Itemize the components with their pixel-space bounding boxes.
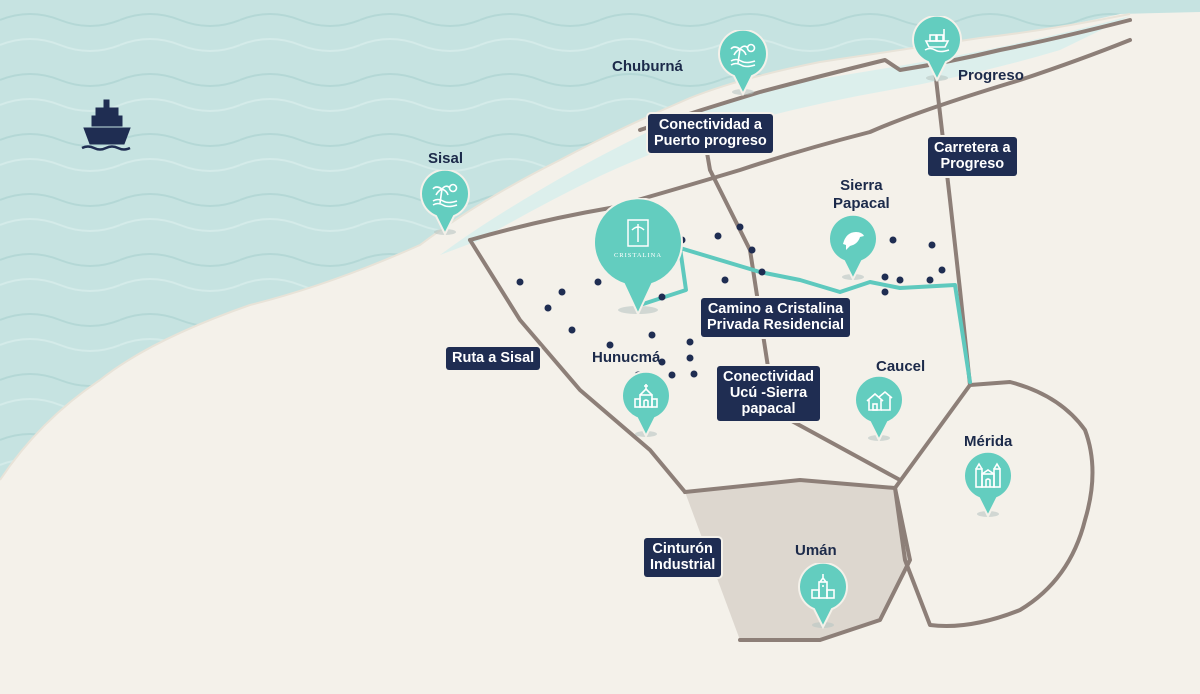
marker-caucel[interactable] bbox=[854, 376, 904, 442]
label-cinturon-industrial: Cinturón Industrial bbox=[644, 538, 722, 577]
houses-icon bbox=[866, 390, 893, 411]
ship-icon bbox=[81, 99, 131, 151]
marker-uman[interactable] bbox=[798, 563, 848, 629]
town-sierra-papacal: Sierra Papacal bbox=[833, 177, 890, 212]
cristalina-marker[interactable]: CRISTALINA bbox=[592, 197, 684, 317]
cathedral-icon bbox=[975, 462, 1001, 488]
industrial-zone bbox=[685, 480, 910, 640]
cargo-ship-icon bbox=[924, 29, 950, 53]
marker-sierra-papacal[interactable] bbox=[828, 215, 878, 281]
bird-icon bbox=[843, 232, 864, 250]
label-conectividad-ucu: Conectividad Ucú -Sierra papacal bbox=[717, 366, 821, 421]
pin-icon bbox=[828, 215, 878, 281]
label-puerto-progreso: Conectividad a Puerto progreso bbox=[648, 114, 773, 153]
town-caucel: Caucel bbox=[876, 358, 926, 375]
marker-sisal[interactable] bbox=[420, 170, 470, 236]
town-chuburna: Chuburná bbox=[612, 58, 683, 75]
cristalina-logo-text: CRISTALINA bbox=[613, 252, 663, 259]
pin-icon bbox=[621, 372, 671, 438]
pin-icon bbox=[798, 563, 848, 629]
church-icon bbox=[634, 384, 658, 408]
sea-waves bbox=[0, 0, 1200, 480]
town-sisal: Sisal bbox=[428, 150, 464, 167]
development-dots bbox=[516, 223, 946, 379]
marker-merida[interactable] bbox=[963, 452, 1013, 518]
pin-icon bbox=[912, 16, 962, 82]
pin-icon bbox=[854, 376, 904, 442]
marker-progreso[interactable] bbox=[912, 16, 962, 82]
label-ruta-sisal: Ruta a Sisal bbox=[446, 347, 541, 370]
marker-chuburna[interactable] bbox=[718, 30, 768, 96]
cristalina-logo-icon bbox=[593, 197, 683, 317]
label-camino-cristalina: Camino a Cristalina Privada Residencial bbox=[701, 298, 851, 337]
palm-beach-icon bbox=[432, 183, 458, 208]
coastal-strip bbox=[440, 16, 1130, 255]
town-uman: Umán bbox=[795, 542, 837, 559]
town-merida: Mérida bbox=[964, 433, 1013, 450]
route-cristalina bbox=[638, 246, 972, 384]
town-hunucma: Hunucmá bbox=[592, 349, 661, 366]
tower-icon bbox=[811, 574, 835, 599]
town-progreso: Progreso bbox=[958, 67, 1024, 84]
label-carretera-progreso: Carretera a Progreso bbox=[928, 137, 1017, 176]
palm-beach-icon bbox=[730, 43, 756, 68]
marker-hunucma[interactable] bbox=[621, 372, 671, 438]
